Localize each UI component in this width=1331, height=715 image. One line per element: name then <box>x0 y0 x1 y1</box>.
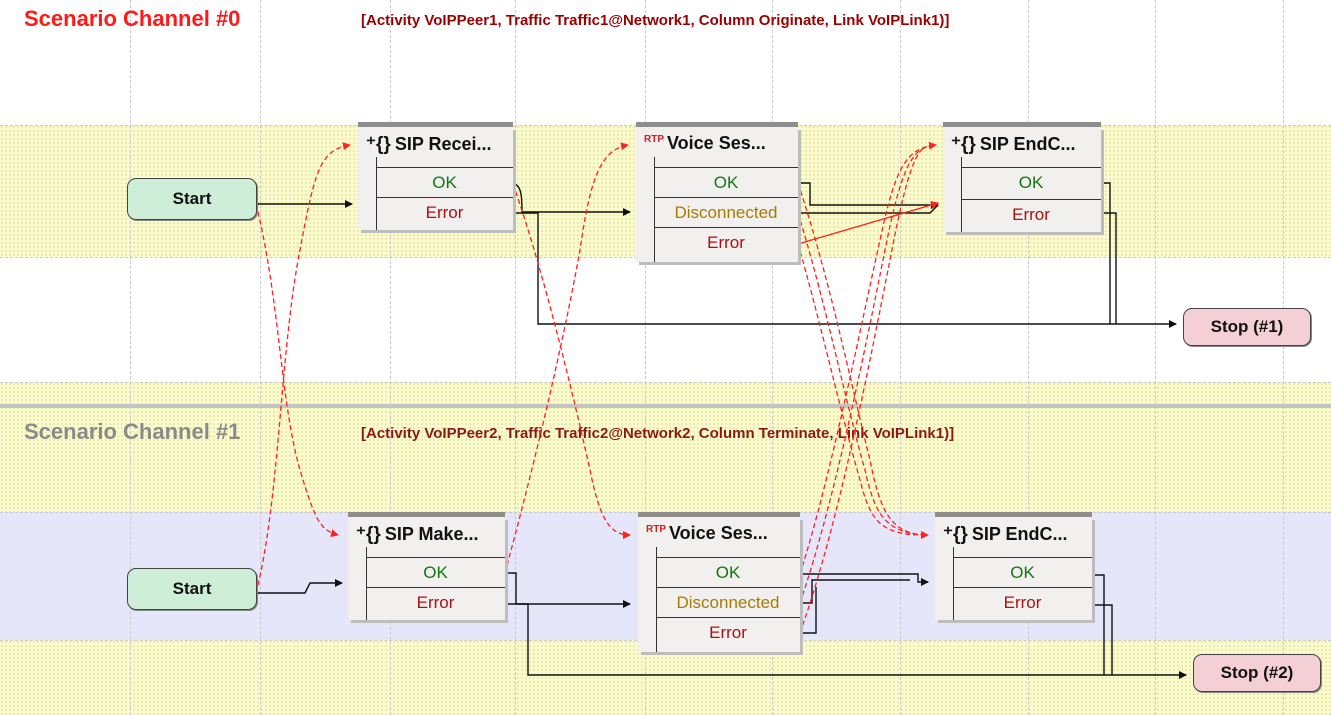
wire-sipreceive-error-stop1 <box>513 212 1177 328</box>
block-header-bar <box>348 512 505 517</box>
wire-end0-error <box>1101 212 1117 324</box>
wire-voice1-error <box>800 587 817 634</box>
output-ok[interactable]: OK <box>656 557 800 588</box>
braces-arrow-icon: ⁺{} <box>943 524 968 545</box>
sync-voice0-end1-c <box>797 243 916 536</box>
wire-sipmake-ok <box>505 572 517 604</box>
channel1-header-band <box>0 382 1331 512</box>
output-disconnected[interactable]: Disconnected <box>656 587 800 618</box>
output-ok[interactable]: OK <box>654 167 798 198</box>
start-node-channel0[interactable]: Start <box>127 178 257 220</box>
output-error[interactable]: Error <box>654 227 798 258</box>
block-title: ⁺{}SIP EndC... <box>951 134 1076 155</box>
output-error[interactable]: Error <box>366 587 505 618</box>
braces-arrow-icon: ⁺{} <box>951 134 976 155</box>
wire-end0-ok <box>1101 182 1111 324</box>
grid-line <box>900 0 901 715</box>
output-error[interactable]: Error <box>961 199 1101 230</box>
sync-voice1-end0-c <box>799 146 926 634</box>
braces-arrow-icon: ⁺{} <box>366 134 391 155</box>
sip-receive-block[interactable]: ⁺{}SIP Recei... OK Error <box>358 122 513 230</box>
sync-voice1-end0-b <box>799 145 931 604</box>
sip-endcall-block-channel0[interactable]: ⁺{}SIP EndC... OK Error <box>943 122 1101 232</box>
block-header-bar <box>358 122 513 127</box>
output-ok[interactable]: OK <box>953 557 1092 588</box>
channel1-title: Scenario Channel #1 <box>24 419 241 444</box>
sync-sipreceive-voice1 <box>512 183 631 539</box>
sync-voice0-end1-a <box>797 182 929 539</box>
wire-voice0-ok <box>798 182 939 209</box>
sync-voice0-end1-b <box>797 212 921 536</box>
output-error[interactable]: Error <box>656 617 800 648</box>
wire-end1-ok <box>1092 574 1105 675</box>
grid-line <box>515 0 516 715</box>
sync-start0-sipmake <box>255 203 339 537</box>
grid-line <box>1283 0 1284 715</box>
wire-sipreceive-ok <box>512 183 631 216</box>
start-node-channel1[interactable]: Start <box>127 568 257 610</box>
output-disconnected[interactable]: Disconnected <box>654 197 798 228</box>
wire-voice1-ok <box>800 573 929 586</box>
wire-sipmake-error-stop2 <box>516 603 1187 679</box>
stop-node-channel1[interactable]: Stop (#2) <box>1193 654 1321 692</box>
sync-sipmake-voice0 <box>504 142 629 574</box>
block-title: ⁺{}SIP Make... <box>356 524 479 545</box>
rtp-icon: RTP <box>646 524 666 535</box>
grid-line <box>130 0 131 715</box>
channel0-band-white <box>0 257 1331 382</box>
output-ok[interactable]: OK <box>366 557 505 588</box>
wire-start1-sipmake <box>256 579 343 594</box>
block-header-bar <box>636 122 798 127</box>
grid-line <box>0 382 1331 383</box>
output-ok[interactable]: OK <box>376 167 513 198</box>
stop-node-channel0[interactable]: Stop (#1) <box>1183 308 1311 346</box>
sync-start1-sipreceive <box>255 142 351 594</box>
wire-voice0-error-end0 <box>797 201 939 245</box>
grid-line <box>260 0 261 715</box>
output-error[interactable]: Error <box>953 587 1092 618</box>
grid-line <box>1155 0 1156 715</box>
grid-line <box>772 0 773 715</box>
block-header-bar <box>943 122 1101 127</box>
sip-make-block[interactable]: ⁺{}SIP Make... OK Error <box>348 512 505 620</box>
channel1-band-yellow <box>0 640 1331 715</box>
block-header-bar <box>638 512 800 517</box>
wire-voice1-disc <box>800 579 910 604</box>
channel1-info: [Activity VoIPPeer2, Traffic Traffic2@Ne… <box>361 425 955 442</box>
grid-line <box>1028 0 1029 715</box>
braces-arrow-icon: ⁺{} <box>356 524 381 545</box>
grid-line <box>645 0 646 715</box>
channel0-info: [Activity VoIPPeer1, Traffic Traffic1@Ne… <box>361 12 950 29</box>
channel-divider[interactable] <box>0 404 1331 408</box>
channel0-title: Scenario Channel #0 <box>24 6 241 31</box>
output-ok[interactable]: OK <box>961 167 1101 198</box>
output-error[interactable]: Error <box>376 197 513 228</box>
channel0-header-band <box>0 0 1331 125</box>
wire-end1-error <box>1092 604 1113 675</box>
grid-line <box>390 0 391 715</box>
sync-voice1-end0-a <box>799 141 937 575</box>
sip-endcall-block-channel1[interactable]: ⁺{}SIP EndC... OK Error <box>935 512 1092 620</box>
rtp-icon: RTP <box>644 134 664 145</box>
block-title: ⁺{}SIP EndC... <box>943 524 1068 545</box>
block-title: ⁺{}SIP Recei... <box>366 134 492 155</box>
block-header-bar <box>935 512 1092 517</box>
